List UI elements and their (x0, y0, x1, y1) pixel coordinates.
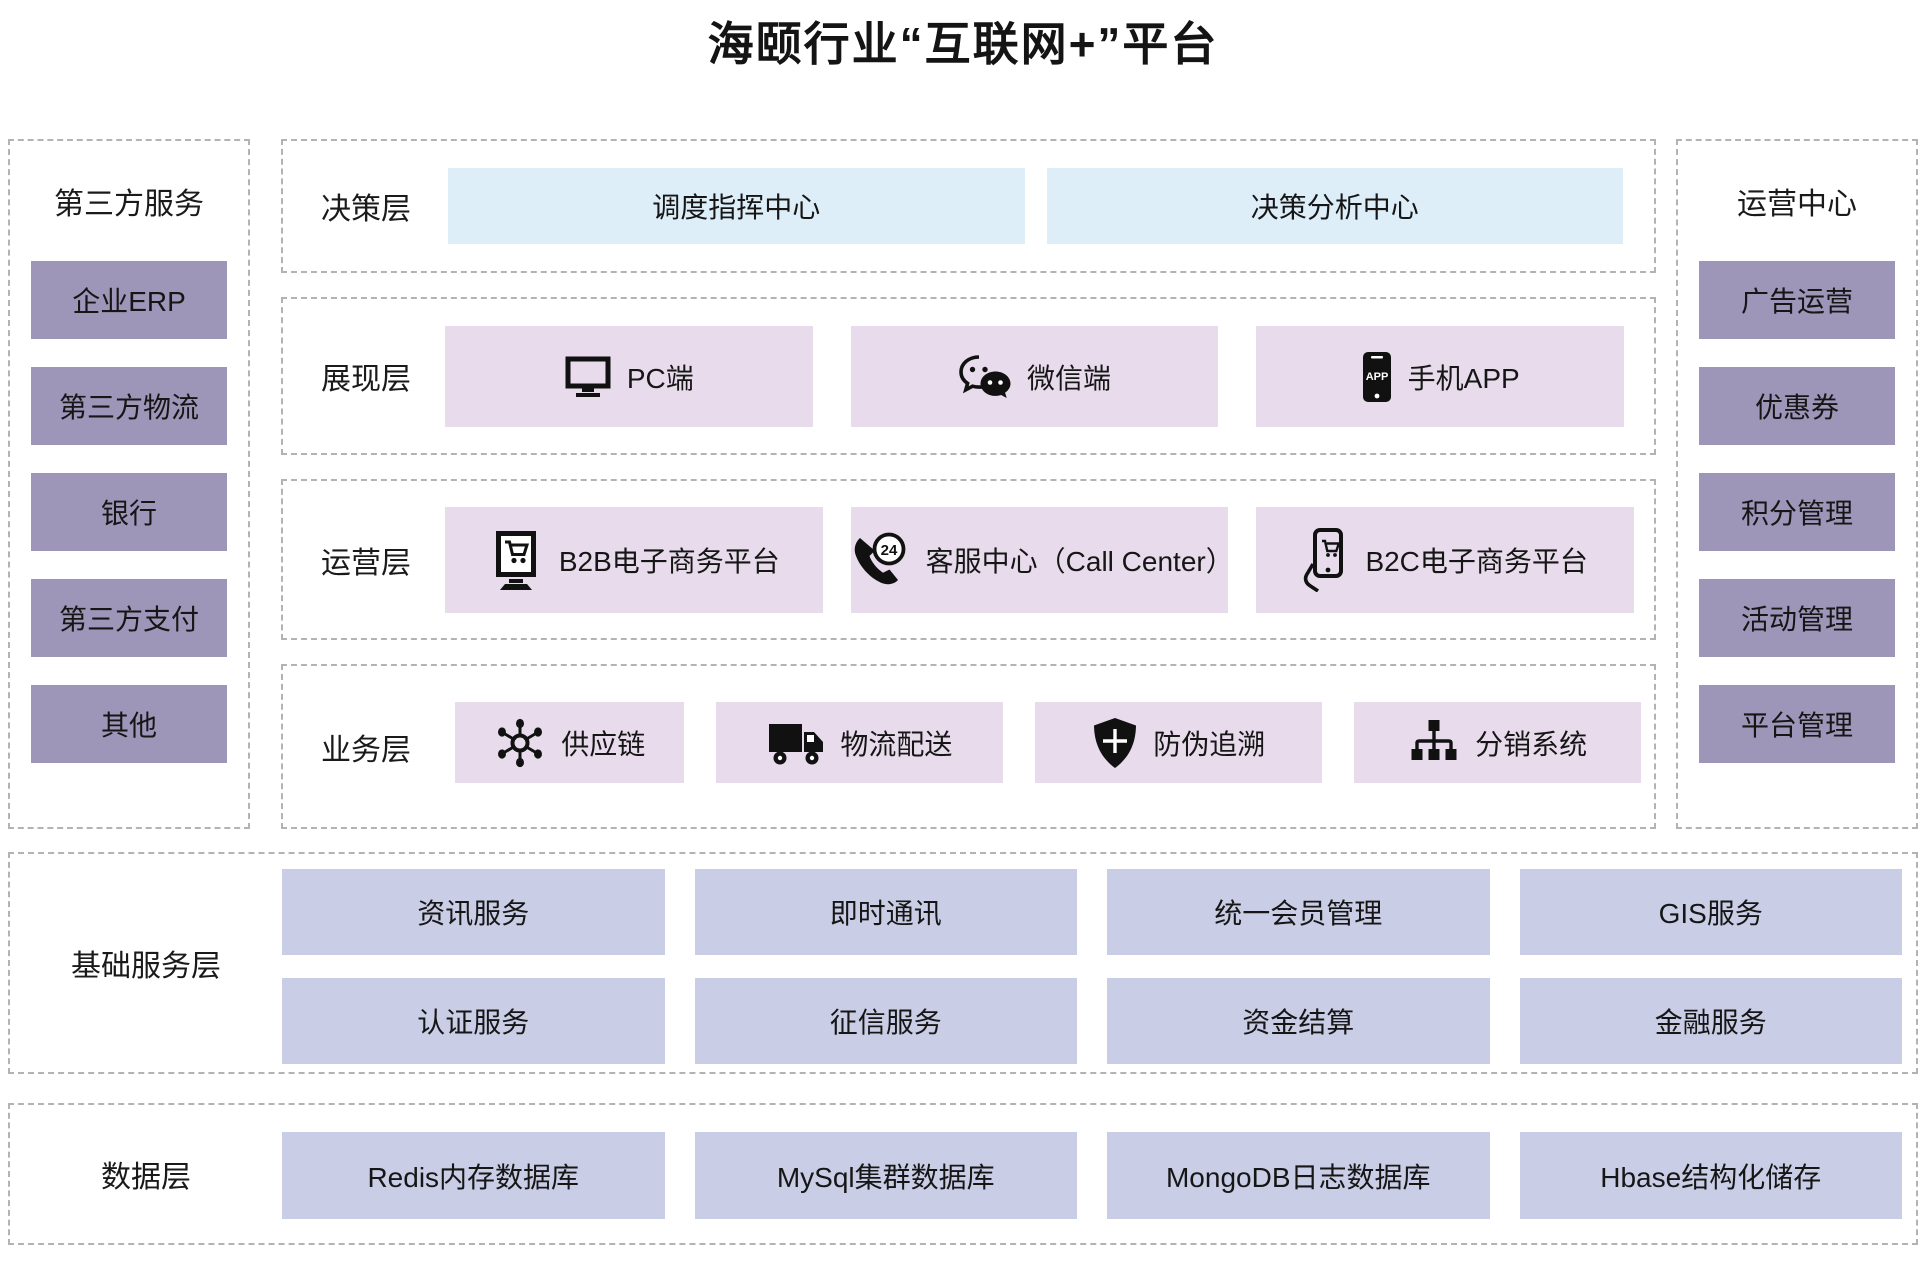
enterprise-erp-box: 企业ERP (31, 261, 227, 339)
base-services-panel: 基础服务层 资讯服务 即时通讯 统一会员管理 GIS服务 认证服务 征信服务 资… (8, 852, 1918, 1074)
mobile-app-box: APP 手机APP (1256, 326, 1625, 427)
wechat-client-box: 微信端 (850, 326, 1219, 427)
decision-layer-label: 决策层 (321, 193, 411, 226)
supply-chain-box: 供应链 (455, 702, 685, 783)
callcenter-24-icon: 24 (851, 531, 911, 589)
instant-messaging-box: 即时通讯 (694, 869, 1077, 955)
b2c-platform-box: B2C电子商务平台 (1256, 507, 1635, 613)
other-box: 其他 (31, 685, 227, 763)
anti-counterfeit-box: 防伪追溯 (1035, 702, 1323, 783)
supply-chain-label: 供应链 (561, 728, 646, 760)
callcenter-badge-text: 24 (880, 542, 897, 559)
third-party-services-panel: 第三方服务 企业ERP 第三方物流 银行 第三方支付 其他 (8, 139, 250, 829)
wechat-client-label: 微信端 (1027, 362, 1112, 394)
bank-box: 银行 (31, 473, 227, 551)
third-party-logistics-box: 第三方物流 (31, 367, 227, 445)
shield-icon (1092, 716, 1138, 770)
operation-layer-label: 运营层 (321, 546, 411, 580)
business-layer-label: 业务层 (321, 733, 411, 767)
fund-settlement-box: 资金结算 (1107, 978, 1490, 1064)
anti-counterfeit-label: 防伪追溯 (1153, 728, 1266, 760)
pc-client-box: PC端 (445, 326, 813, 427)
redis-database-box: Redis内存数据库 (282, 1132, 665, 1219)
callcenter-label: 客服中心（Call Center） (925, 546, 1234, 577)
coupon-box: 优惠券 (1699, 367, 1895, 445)
mobile-app-label: 手机APP (1407, 362, 1520, 394)
logistics-delivery-label: 物流配送 (840, 728, 953, 760)
ad-operation-box: 广告运营 (1699, 261, 1895, 339)
points-management-box: 积分管理 (1699, 473, 1895, 551)
b2b-shop-icon (488, 529, 544, 591)
b2c-platform-label: B2C电子商务平台 (1365, 546, 1588, 577)
phone-app-icon-text: APP (1365, 371, 1388, 383)
mysql-database-box: MySql集群数据库 (694, 1132, 1077, 1219)
operation-center-panel: 运营中心 广告运营 优惠券 积分管理 活动管理 平台管理 (1676, 139, 1918, 829)
operation-layer-panel: 运营层 B2B电子商务平台 24 (281, 479, 1656, 640)
data-layer-panel: 数据层 Redis内存数据库 MySql集群数据库 MongoDB日志数据库 H… (8, 1103, 1918, 1245)
mongodb-database-box: MongoDB日志数据库 (1107, 1132, 1490, 1219)
page-title: 海颐行业“互联网+”平台 (707, 18, 1219, 70)
distribution-system-box: 分销系统 (1354, 702, 1641, 783)
gis-service-box: GIS服务 (1519, 869, 1902, 955)
b2c-phone-icon (1302, 528, 1350, 592)
pc-client-label: PC端 (626, 362, 694, 394)
platform-management-box: 平台管理 (1699, 685, 1895, 763)
callcenter-box: 24 客服中心（Call Center） (850, 507, 1234, 613)
authentication-service-box: 认证服务 (282, 978, 665, 1064)
presentation-layer-panel: 展现层 PC端 (281, 297, 1656, 455)
operation-center-header: 运营中心 (1737, 188, 1857, 221)
credit-service-box: 征信服务 (694, 978, 1077, 1064)
wechat-icon (958, 354, 1012, 400)
distribution-icon (1408, 718, 1460, 768)
business-layer-panel: 业务层 (281, 664, 1656, 829)
info-service-box: 资讯服务 (282, 869, 665, 955)
distribution-system-label: 分销系统 (1475, 728, 1588, 760)
hbase-storage-box: Hbase结构化储存 (1519, 1132, 1902, 1219)
decision-layer-panel: 决策层 调度指挥中心 决策分析中心 (281, 139, 1656, 273)
truck-icon (767, 720, 825, 766)
phone-app-icon: APP (1361, 351, 1393, 403)
activity-management-box: 活动管理 (1699, 579, 1895, 657)
financial-service-box: 金融服务 (1519, 978, 1902, 1064)
decision-analysis-center-box: 决策分析中心 (1046, 168, 1623, 244)
b2b-platform-label: B2B电子商务平台 (558, 546, 780, 577)
supply-chain-icon (494, 717, 546, 769)
monitor-icon (564, 356, 612, 398)
unified-member-management-box: 统一会员管理 (1107, 869, 1490, 955)
presentation-layer-label: 展现层 (321, 363, 411, 396)
third-party-payment-box: 第三方支付 (31, 579, 227, 657)
base-services-label: 基础服务层 (71, 950, 221, 983)
dispatch-command-center-box: 调度指挥中心 (448, 168, 1025, 244)
logistics-delivery-box: 物流配送 (716, 702, 1004, 783)
third-party-services-header: 第三方服务 (54, 188, 204, 221)
data-layer-label: 数据层 (101, 1161, 191, 1194)
b2b-platform-box: B2B电子商务平台 (445, 507, 823, 613)
